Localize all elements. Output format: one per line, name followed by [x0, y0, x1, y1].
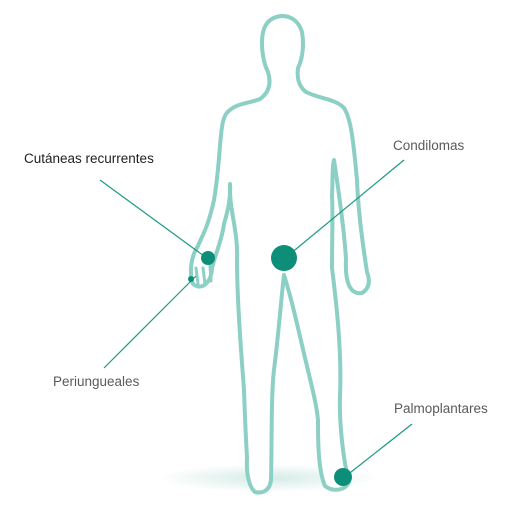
markers	[188, 245, 352, 486]
leader-lines	[99, 159, 413, 477]
leader-palmoplantares	[345, 423, 413, 477]
leader-periungueales	[103, 275, 197, 369]
marker-condilomas	[271, 245, 297, 271]
label-periungueales: Periungueales	[53, 374, 140, 389]
leader-condilomas	[289, 159, 405, 255]
marker-periungueales	[188, 276, 194, 282]
marker-cutaneas	[201, 251, 215, 265]
marker-palmoplantares	[334, 468, 352, 486]
leader-cutaneas	[99, 179, 205, 257]
label-palmoplantares: Palmoplantares	[394, 401, 488, 416]
finger-lines	[194, 264, 213, 286]
label-cutaneas-recurrentes: Cutáneas recurrentes	[24, 151, 154, 166]
label-condilomas: Condilomas	[393, 138, 465, 153]
